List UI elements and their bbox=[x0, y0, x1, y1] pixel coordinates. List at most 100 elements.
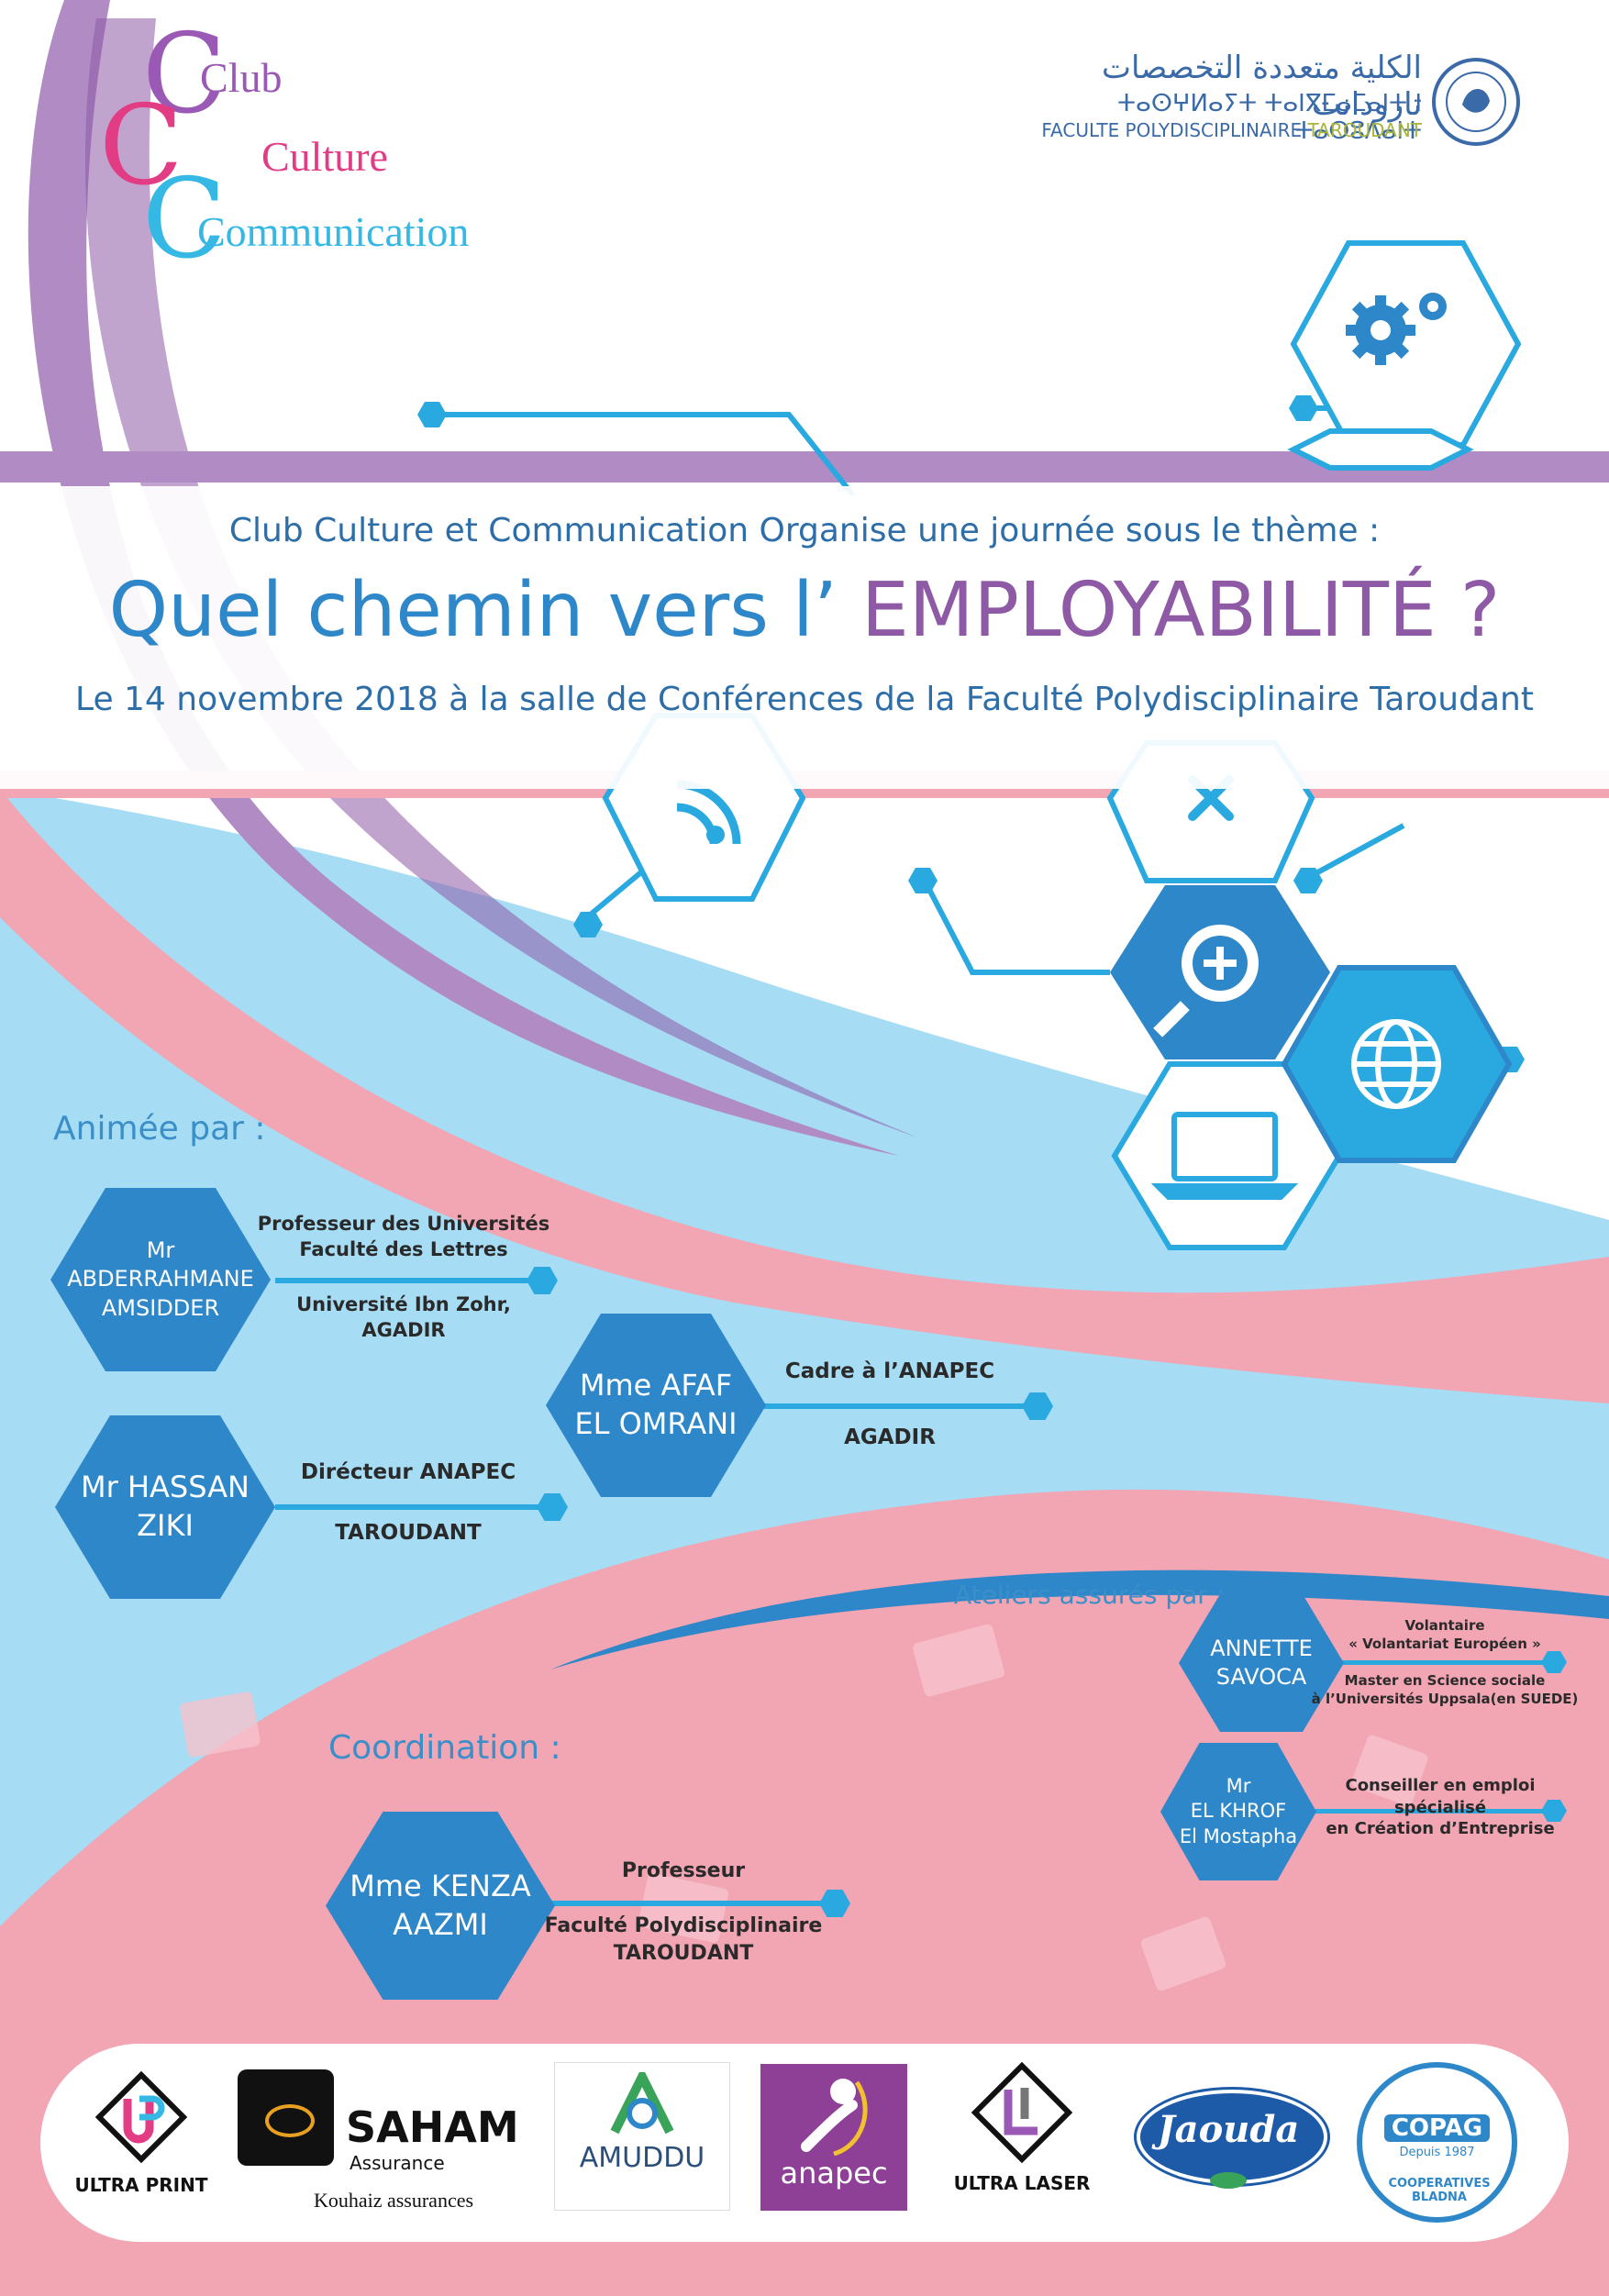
logo-word-club: Club bbox=[200, 54, 283, 101]
copag-ring-label: COOPERATIVES BLADNA bbox=[1388, 2177, 1491, 2204]
speaker2-role-top-line1: Cadre à l’ANAPEC bbox=[784, 1359, 995, 1383]
atelier1-role-top-line1: Volantaire bbox=[1404, 1617, 1485, 1634]
atelier2-name-line2: EL KHROF bbox=[1190, 1800, 1287, 1823]
copag-label: COPAG bbox=[1384, 2114, 1490, 2142]
saham-caption: Kouhaiz assurances bbox=[313, 2189, 474, 2212]
coordination-connector-dot bbox=[819, 1890, 850, 1917]
atelier2-role-bottom-line1: en Création d’Entreprise bbox=[1326, 1819, 1555, 1838]
sponsor-ultra-laser: ULTRA LASER bbox=[939, 2062, 1104, 2218]
sponsor-amuddu: AMUDDU bbox=[554, 2062, 730, 2211]
ultra-laser-logo-icon bbox=[971, 2062, 1072, 2163]
header-band: Club Culture et Communication Organise u… bbox=[0, 486, 1609, 789]
saham-label: SAHAM bbox=[346, 2102, 519, 2152]
jaouda-label: Jaouda bbox=[1157, 2108, 1300, 2151]
animee-title: Animée par : bbox=[53, 1110, 266, 1148]
speaker2-name-line1: Mme AFAF bbox=[579, 1368, 733, 1403]
atelier1-role-bottom: Master en Science sociale à l’Université… bbox=[1307, 1671, 1582, 1709]
ateliers-title: Ateliers assurés par : bbox=[954, 1580, 1226, 1610]
atelier1-role-top: Volantaire « Volantariat Européen » bbox=[1321, 1616, 1569, 1654]
atelier2-name-line3: El Mostapha bbox=[1179, 1825, 1298, 1847]
coordination-title: Coordination : bbox=[328, 1729, 561, 1767]
gear-icon bbox=[1346, 293, 1447, 365]
speaker1-name-line3: AMSIDDER bbox=[101, 1294, 220, 1321]
coordination-role-top: Professeur bbox=[541, 1858, 826, 1885]
signal-dot-icon bbox=[706, 826, 725, 844]
speaker2-connector bbox=[761, 1403, 1037, 1409]
ultra-print-label: ULTRA PRINT bbox=[74, 2174, 208, 2196]
coordination-role-bottom-line2: TAROUDANT bbox=[613, 1941, 754, 1965]
sponsor-jaouda: Jaouda bbox=[1127, 2080, 1329, 2200]
speaker3-hex: Mr HASSAN ZIKI bbox=[55, 1415, 275, 1599]
atelier1-name-line1: ANNETTE bbox=[1210, 1635, 1313, 1661]
speaker1-name-line2: ABDERRAHMANE bbox=[67, 1266, 254, 1292]
atelier2-role-bottom: en Création d’Entreprise bbox=[1303, 1818, 1578, 1840]
globe-icon bbox=[1351, 1019, 1441, 1109]
speaker3-role-bottom: TAROUDANT bbox=[271, 1519, 546, 1547]
coordination-role-bottom-line1: Faculté Polydisciplinaire bbox=[544, 1914, 823, 1937]
faculty-tifinagh-name: ⵜⴰⵙⵖⵍⴰⵢⵜ ⵜⴰⵏⴳⵎⴰⵎⴰⵏⵜ ⵏ ⵜⴰⵔⵓⴷⴰⵏⵜ bbox=[1117, 90, 1422, 145]
faculty-french-prefix: FACULTE POLYDISCIPLINAIRE bbox=[1041, 119, 1303, 141]
atelier2-connector bbox=[1303, 1809, 1559, 1814]
jaouda-leaf-icon bbox=[1210, 2172, 1247, 2189]
ultra-laser-label: ULTRA LASER bbox=[953, 2172, 1091, 2194]
speaker3-name-line1: Mr HASSAN bbox=[81, 1470, 250, 1505]
speaker1-role-top: Professeur des Universités Faculté des L… bbox=[248, 1211, 560, 1263]
speaker1-role-bottom-line2: AGADIR bbox=[361, 1319, 446, 1342]
anapec-label: anapec bbox=[780, 2156, 888, 2191]
logo-letter-c2: C bbox=[99, 83, 183, 210]
atelier1-role-top-line2: « Volantariat Européen » bbox=[1348, 1636, 1541, 1653]
anapec-logo-icon bbox=[801, 2079, 868, 2156]
amuddu-logo-icon bbox=[610, 2072, 674, 2135]
atelier1-hex: ANNETTE SAVOCA bbox=[1179, 1594, 1344, 1732]
logo-word-culture: Culture bbox=[261, 133, 388, 180]
sponsor-copag: COPAG Depuis 1987 COOPERATIVES BLADNA bbox=[1352, 2058, 1526, 2232]
speaker1-role-bottom-line1: Université Ibn Zohr, bbox=[296, 1293, 511, 1315]
zoom-in-icon bbox=[1153, 925, 1259, 1037]
atelier2-role-top-line1: Conseiller en emploi spécialisé bbox=[1345, 1776, 1536, 1818]
atelier1-role-bottom-line2: à l’Universités Uppsala(en SUEDE) bbox=[1311, 1691, 1579, 1708]
sponsor-bar: ULTRA PRINT SAHAM Assurance Kouhaiz assu… bbox=[40, 2044, 1569, 2242]
sponsor-ultra-print: ULTRA PRINT bbox=[59, 2071, 224, 2218]
speaker3-role-bottom-line1: TAROUDANT bbox=[335, 1521, 482, 1545]
faculty-french-city: TAROUDANT bbox=[1307, 119, 1422, 141]
atelier2-role-top: Conseiller en emploi spécialisé bbox=[1303, 1775, 1578, 1820]
atelier1-name-line2: SAVOCA bbox=[1215, 1664, 1307, 1690]
logo-letter-c3: C bbox=[142, 156, 227, 283]
header-date-line: Le 14 novembre 2018 à la salle de Confér… bbox=[75, 681, 1534, 718]
atelier2-name-line1: Mr bbox=[1226, 1775, 1251, 1798]
faculty-arabic-name: الكلية متعددة التخصصات تارودانت bbox=[1102, 50, 1422, 123]
speaker1-connector-dot bbox=[527, 1267, 558, 1294]
header-title-part2: EMPLOYABILITÉ ? bbox=[860, 567, 1501, 654]
speaker1-connector bbox=[275, 1278, 541, 1283]
faculty-french-name: FACULTE POLYDISCIPLINAIRE TAROUDANT bbox=[972, 119, 1422, 141]
speaker3-role-top-line1: Dirécteur ANAPEC bbox=[300, 1460, 516, 1484]
speaker3-connector bbox=[275, 1504, 550, 1510]
atelier1-connector bbox=[1321, 1660, 1559, 1665]
logo-word-communication: Communication bbox=[197, 208, 470, 255]
speaker2-role-bottom-line1: AGADIR bbox=[844, 1425, 936, 1449]
laptop-icon bbox=[1150, 1112, 1299, 1200]
saham-sub-label: Assurance bbox=[350, 2152, 445, 2174]
coordination-role-bottom: Faculté Polydisciplinaire TAROUDANT bbox=[541, 1913, 826, 1967]
speaker1-role-bottom: Université Ibn Zohr, AGADIR bbox=[248, 1292, 560, 1344]
header-intro: Club Culture et Communication Organise u… bbox=[228, 512, 1381, 549]
speaker1-name-line1: Mr bbox=[146, 1237, 175, 1264]
speaker1-role-top-line2: Faculté des Lettres bbox=[299, 1238, 508, 1261]
header-title-part1: Quel chemin vers l’ bbox=[108, 567, 861, 654]
coordination-name-line1: Mme KENZA bbox=[350, 1868, 531, 1903]
logo-letter-c1: C bbox=[142, 11, 227, 139]
speaker1-role-top-line1: Professeur des Universités bbox=[257, 1213, 550, 1235]
atelier2-hex: Mr EL KHROF El Mostapha bbox=[1160, 1743, 1316, 1880]
coordination-name-line2: AAZMI bbox=[393, 1906, 488, 1942]
speaker2-name-line2: EL OMRANI bbox=[574, 1406, 738, 1441]
speaker2-role-bottom: AGADIR bbox=[752, 1424, 1027, 1452]
ultra-print-logo-icon bbox=[95, 2071, 187, 2163]
university-seal-icon bbox=[1432, 58, 1520, 146]
copag-sub-label: Depuis 1987 bbox=[1399, 2146, 1475, 2159]
speaker3-connector-dot bbox=[537, 1493, 568, 1521]
sponsor-saham: SAHAM Assurance Kouhaiz assurances bbox=[238, 2069, 540, 2225]
copag-seal-icon bbox=[1357, 2062, 1517, 2223]
speaker3-name-line2: ZIKI bbox=[137, 1508, 194, 1543]
atelier1-role-bottom-line1: Master en Science sociale bbox=[1344, 1672, 1546, 1689]
